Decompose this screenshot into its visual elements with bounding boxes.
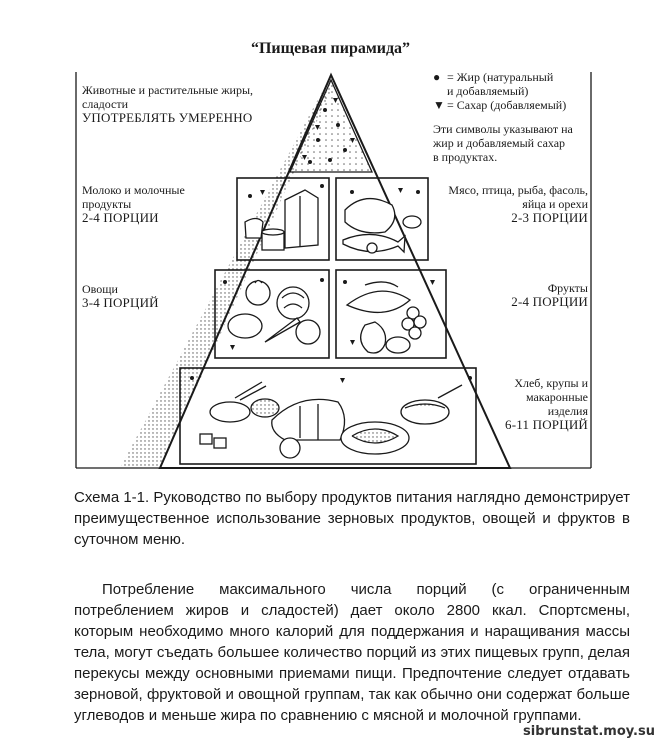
vegetables-drawing <box>227 279 321 345</box>
vegetable-box <box>214 269 330 359</box>
fruits-drawing <box>345 281 427 354</box>
sugar-triangle-icon: ▼ <box>433 98 445 112</box>
body-paragraph: Потребление максимального числа порций (… <box>74 581 630 724</box>
legend-note-1: Эти символы указывают на <box>433 122 573 136</box>
tier-fruit-label: Фрукты 2-4 ПОРЦИИ <box>398 281 588 309</box>
legend-sugar-text: = Сахар (добавляемый) <box>447 98 567 112</box>
tier-veg-portion: 3-4 ПОРЦИЙ <box>82 295 159 310</box>
legend-note-3: в продуктах. <box>433 150 498 164</box>
meat-box <box>335 177 429 261</box>
legend-note: Эти символы указывают на жир и добавляем… <box>433 122 603 164</box>
grain-band <box>179 367 477 465</box>
tier-grain-text-2: макаронные <box>525 390 588 404</box>
grains-drawing <box>199 381 463 459</box>
legend-fat-row: ● = Жир (натуральный и добавляемый) <box>433 70 603 98</box>
tier-meat-portion: 2-3 ПОРЦИИ <box>511 210 588 225</box>
legend-fat-text-1: = Жир (натуральный <box>447 70 554 84</box>
fat-dot-icon: ● <box>433 70 441 84</box>
legend-note-2: жир и добавляемый сахар <box>433 136 566 150</box>
symbol-legend: ● = Жир (натуральный и добавляемый) ▼ = … <box>433 70 603 164</box>
tier-grain-text-3: изделия <box>547 404 588 418</box>
page-title: “Пищевая пирамида” <box>250 40 411 57</box>
tier-top-label: Животные и растительные жиры, сладости У… <box>82 83 282 125</box>
tier-dairy-text-2: продукты <box>82 197 132 211</box>
tier-fruit-text-1: Фрукты <box>547 281 588 295</box>
tier-dairy-label: Молоко и молочные продукты 2-4 ПОРЦИИ <box>82 183 217 225</box>
dairy-box <box>236 177 330 261</box>
site-watermark: sibrunstat.moy.su <box>519 723 659 740</box>
tier-grain-portion: 6-11 ПОРЦИЙ <box>505 417 588 432</box>
tier-meat-text-1: Мясо, птица, рыба, фасоль, <box>448 183 588 197</box>
tier-veg-text-1: Овощи <box>82 282 118 296</box>
meat-fish-drawing <box>342 198 422 254</box>
tier-fruit-portion: 2-4 ПОРЦИИ <box>511 294 588 309</box>
fat-sugar-symbols <box>302 98 355 164</box>
tier-meat-label: Мясо, птица, рыба, фасоль, яйца и орехи … <box>398 183 588 225</box>
tier-dairy-portion: 2-4 ПОРЦИИ <box>82 210 159 225</box>
pyramid-outline <box>158 72 512 469</box>
tier-top-text-2: сладости <box>82 97 129 111</box>
milk-carton-drawing <box>244 189 319 251</box>
tier-top-portion: УПОТРЕБЛЯТЬ УМЕРЕННО <box>82 110 253 125</box>
legend-fat-text-2: и добавляемый) <box>447 84 529 98</box>
tier-veg-label: Овощи 3-4 ПОРЦИЙ <box>82 282 192 310</box>
tier-meat-text-2: яйца и орехи <box>522 197 588 211</box>
food-pyramid-illustration <box>75 72 592 469</box>
legend-sugar-row: ▼ = Сахар (добавляемый) <box>433 98 603 112</box>
pyramid-top-tier <box>288 78 374 173</box>
tier-top-text-1: Животные и растительные жиры, <box>82 83 254 97</box>
figure-caption: Схема 1-1. Руководство по выбору продукт… <box>74 489 630 548</box>
pyramid-shadow-face <box>120 75 331 468</box>
tier-grain-label: Хлеб, крупы и макаронные изделия 6-11 ПО… <box>478 376 588 432</box>
tier-dairy-text-1: Молоко и молочные <box>82 183 185 197</box>
fruit-box <box>335 269 447 359</box>
tier-grain-text-1: Хлеб, крупы и <box>514 376 588 390</box>
